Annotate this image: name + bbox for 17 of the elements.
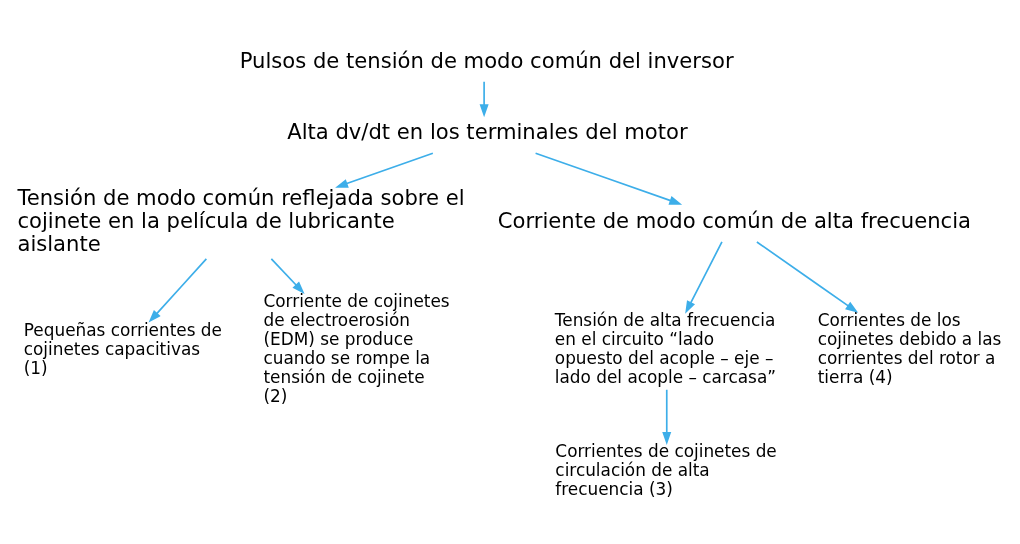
node-text: Tensión de modo común reflejada sobre el cojinete en la película de lubricante aislante — [16, 184, 465, 256]
node-text: Corrientes de cojinetes de circulación de alta frecuencia (3) — [554, 440, 777, 499]
arrow — [148, 257, 207, 323]
node-text: Pulsos de tensión de modo común del inversor — [239, 47, 734, 73]
arrow — [270, 257, 305, 294]
node-text: Tensión de alta frecuencia en el circuito “lado opuesto del acople – eje – lado del acople – carcasa” — [554, 309, 776, 387]
node-text: Corriente de cojinetes de electroerosión (EDM) se produce cuando se rompe la tensión de cojinete (2) — [262, 290, 450, 406]
node-text: Corrientes de los cojinetes debido a las corrientes del rotor a tierra (4) — [817, 309, 1001, 387]
node-text: Alta dv/dt en los terminales del motor — [286, 118, 688, 144]
node-text: Corriente de modo común de alta frecuencia — [497, 207, 971, 233]
arrow — [479, 80, 489, 117]
arrow — [534, 151, 682, 205]
node-text: Pequeñas corrientes de cojinetes capacitivas (1) — [23, 319, 222, 378]
arrow — [684, 240, 723, 314]
arrow — [661, 388, 671, 445]
arrow — [755, 240, 858, 313]
arrow — [334, 151, 434, 188]
